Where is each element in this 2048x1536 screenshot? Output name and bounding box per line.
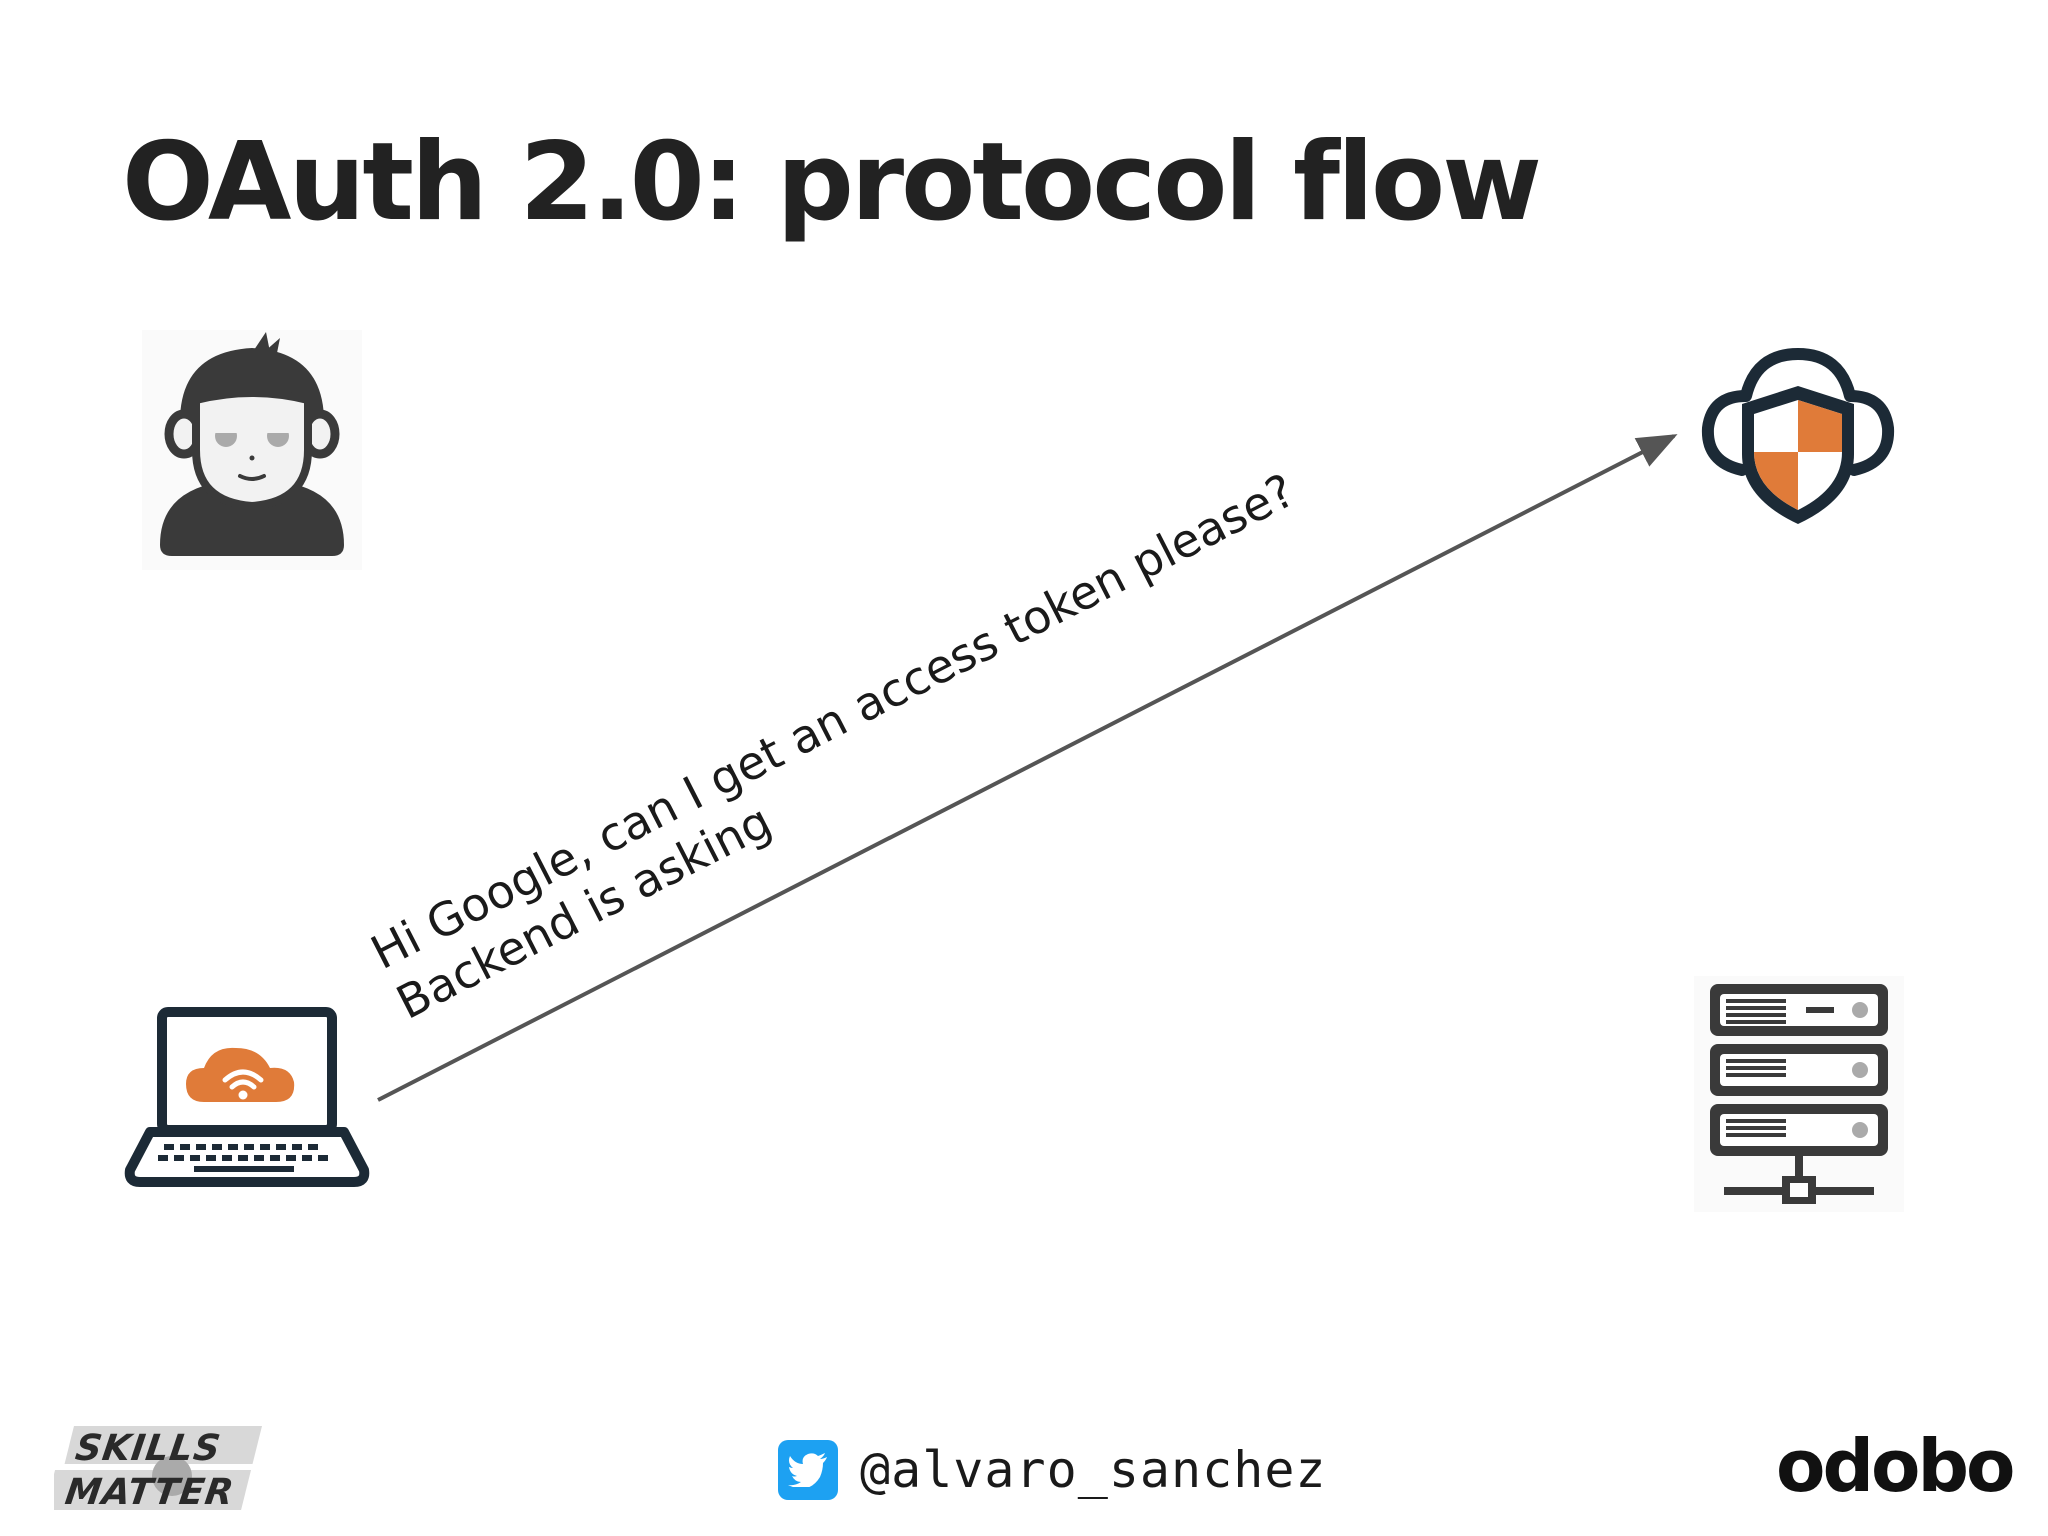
- odobo-logo: odobo: [1776, 1424, 2015, 1508]
- cloud-shield-icon: [1698, 346, 1898, 532]
- laptop-cloud-wifi-icon: [124, 1002, 370, 1194]
- slide-title: OAuth 2.0: protocol flow: [122, 120, 1542, 245]
- twitter-bird-icon: [778, 1440, 838, 1500]
- svg-text:SKILLS: SKILLS: [73, 1426, 224, 1469]
- server-rack-icon: [1694, 976, 1904, 1212]
- svg-text:MATTER: MATTER: [63, 1470, 237, 1513]
- arrow-label-line1: Hi Google, can I get an access token ple…: [362, 463, 1303, 980]
- skills-matter-logo: SKILLS MATTER: [45, 1418, 274, 1518]
- request-arrow: [377, 434, 1678, 1102]
- twitter-handle-text: @alvaro_sanchez: [860, 1441, 1327, 1499]
- twitter-handle: @alvaro_sanchez: [778, 1438, 1327, 1502]
- user-avatar-icon: [142, 330, 362, 570]
